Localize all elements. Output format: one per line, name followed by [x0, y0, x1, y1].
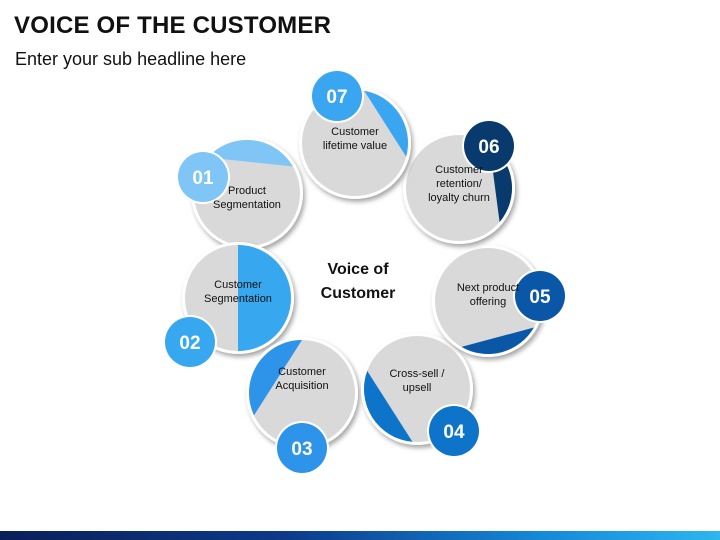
- step-label-line: loyalty churn: [428, 192, 490, 204]
- page-subtitle: Enter your sub headline here: [15, 49, 247, 69]
- step-label-line: Cross-sell /: [389, 368, 445, 380]
- step-label-line: retention/: [436, 178, 483, 190]
- step-05: 05 Next product offering: [432, 245, 567, 357]
- number-badge: [178, 152, 228, 202]
- step-number: 03: [291, 439, 312, 460]
- step-label-line: lifetime value: [323, 140, 387, 152]
- center-label-line2: Customer: [321, 285, 396, 302]
- number-badge: [515, 271, 565, 321]
- step-circle: [435, 248, 541, 354]
- bottom-accent-bar: [0, 531, 720, 540]
- step-label-line: Next product: [457, 282, 519, 294]
- step-number: 02: [179, 333, 200, 354]
- step-label-line: offering: [470, 296, 507, 308]
- step-label-line: Segmentation: [204, 293, 272, 305]
- step-number: 06: [478, 137, 499, 158]
- step-label-line: Customer: [278, 366, 326, 378]
- step-label-line: upsell: [403, 382, 432, 394]
- step-accent-segment: [461, 327, 534, 355]
- step-04: 04 Cross-sell / upsell: [361, 333, 481, 458]
- step-accent-segment: [238, 245, 291, 351]
- step-accent-segment: [364, 90, 409, 157]
- number-badge: [464, 121, 514, 171]
- step-label-line: Customer: [331, 126, 379, 138]
- step-accent-segment: [249, 340, 302, 416]
- number-badge: [429, 406, 479, 456]
- step-number: 04: [443, 422, 465, 443]
- step-label-line: Customer: [214, 279, 262, 291]
- page-title: VOICE OF THE CUSTOMER: [14, 12, 332, 39]
- number-badge: [277, 423, 327, 473]
- center-label-line1: Voice of: [327, 261, 389, 278]
- step-label-line: Product: [228, 185, 266, 197]
- number-badge: [165, 317, 215, 367]
- step-label-line: Customer: [435, 164, 483, 176]
- step-accent-segment: [207, 139, 293, 167]
- step-label-line: Acquisition: [275, 380, 328, 392]
- step-label-line: Segmentation: [213, 199, 281, 211]
- step-number: 07: [326, 87, 347, 108]
- step-number: 01: [192, 168, 214, 189]
- step-accent-segment: [364, 370, 413, 442]
- number-badge: [312, 71, 362, 121]
- step-number: 05: [529, 287, 551, 308]
